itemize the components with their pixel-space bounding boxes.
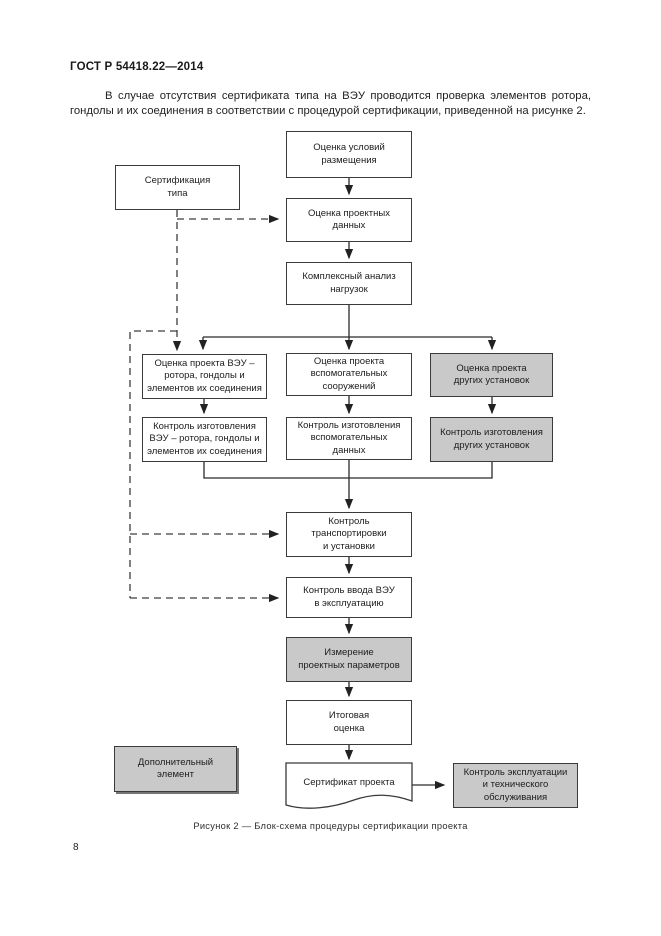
node-cert-type: Сертификация типа xyxy=(115,165,240,210)
body-paragraph: В случае отсутствия сертификата типа на … xyxy=(70,90,591,117)
node-ctrl-aux: Контроль изготовления вспомогательных да… xyxy=(286,417,412,460)
solid-flow-lines xyxy=(198,178,497,790)
node-eval-wtg: Оценка проекта ВЭУ – ротора, гондолы и э… xyxy=(142,354,267,399)
node-load-analysis: Комплексный анализ нагрузок xyxy=(286,262,412,305)
node-maintenance: Контроль эксплуатации и технического обс… xyxy=(453,763,578,808)
document-shape-cert-project xyxy=(285,762,413,809)
node-site-conditions: Оценка условий размещения xyxy=(286,131,412,178)
node-cert-project-label: Сертификат проекта xyxy=(303,776,395,788)
node-eval-other: Оценка проекта других установок xyxy=(430,353,553,397)
standard-number: ГОСТ Р 54418.22—2014 xyxy=(70,61,204,73)
page-number: 8 xyxy=(73,842,79,853)
node-commissioning: Контроль ввода ВЭУ в эксплуатацию xyxy=(286,577,412,618)
legend-additional-element: Дополнительный элемент xyxy=(114,746,237,792)
figure-caption: Рисунок 2 — Блок-схема процедуры сертифи… xyxy=(193,821,468,831)
node-design-data: Оценка проектных данных xyxy=(286,198,412,242)
node-ctrl-wtg: Контроль изготовления ВЭУ – ротора, гонд… xyxy=(142,417,267,462)
dashed-flow-lines xyxy=(129,210,280,603)
node-final-eval: Итоговая оценка xyxy=(286,700,412,745)
node-measurement: Измерение проектных параметров xyxy=(286,637,412,682)
node-eval-aux: Оценка проекта вспомогательных сооружени… xyxy=(286,353,412,396)
node-transport: Контроль транспортировки и установки xyxy=(286,512,412,557)
node-ctrl-other: Контроль изготовления других установок xyxy=(430,417,553,462)
